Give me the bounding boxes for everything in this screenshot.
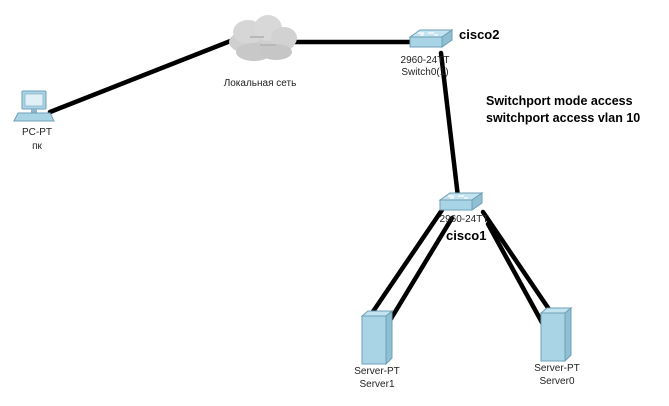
switch1-hostname-label: cisco1	[446, 228, 487, 243]
cloud-icon[interactable]	[229, 15, 297, 61]
switch0-icon[interactable]	[408, 29, 454, 48]
config-note-line2: switchport access vlan 10	[486, 111, 641, 125]
server0-type-label: Server-PT	[534, 363, 580, 374]
link-pc-cloud[interactable]	[47, 37, 236, 115]
switch0-model-label: 2960-24TT	[400, 55, 450, 66]
pc-name-label: пк	[32, 141, 42, 152]
server1-name-label: Server1	[359, 379, 395, 390]
switch1-model-label: 2960-24TT	[439, 214, 489, 225]
link-switch0-switch1[interactable]	[438, 50, 461, 200]
switch1-icon[interactable]	[438, 192, 484, 211]
switch0-hostname-label: cisco2	[459, 27, 500, 42]
switch0-name-label: Switch0(1)	[401, 67, 449, 78]
server1-icon[interactable]	[360, 309, 394, 366]
link-switch1-server1-a[interactable]	[367, 207, 445, 319]
server0-icon[interactable]	[539, 306, 573, 363]
config-note-line1: Switchport mode access	[486, 94, 633, 108]
pc-type-label: PC-PT	[22, 127, 52, 138]
link-switch1-server1-b[interactable]	[383, 215, 455, 330]
server1-type-label: Server-PT	[354, 366, 400, 377]
server0-name-label: Server0	[539, 376, 575, 387]
links	[47, 37, 560, 331]
pc-icon[interactable]	[13, 90, 55, 122]
link-switch1-server0-a[interactable]	[480, 209, 560, 324]
link-switch1-server0-b[interactable]	[485, 221, 548, 331]
cloud-name-label: Локальная сеть	[223, 78, 297, 89]
